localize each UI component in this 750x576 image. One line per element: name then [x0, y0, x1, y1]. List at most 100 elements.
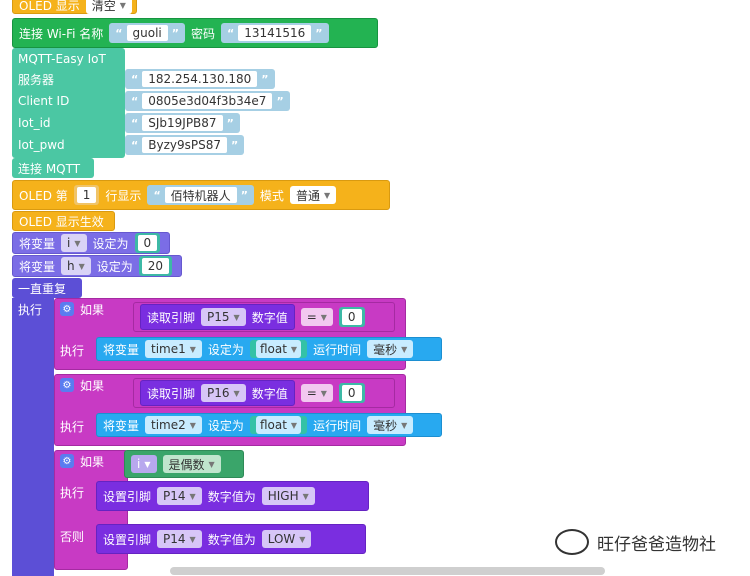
oled-show-label: OLED 显示 [19, 0, 80, 13]
if-2-header: ⚙ 如果 [54, 376, 110, 394]
value-i[interactable]: 0 [134, 233, 161, 253]
is-even-block[interactable]: i▼ 是偶数▼ [124, 450, 244, 478]
quote-close-icon: ” [226, 116, 234, 130]
is-even-dropdown[interactable]: 是偶数▼ [162, 455, 221, 473]
do-label: 执行 [60, 344, 85, 358]
password-string[interactable]: “13141516” [220, 23, 329, 43]
chevron-down-icon: ▼ [290, 420, 298, 430]
quote-close-icon: ” [240, 188, 248, 202]
set-variable-h-block[interactable]: 将变量 h▼ 设定为 20 [12, 255, 182, 277]
ssid-value[interactable]: guoli [126, 25, 168, 41]
wifi-connect-block[interactable]: 连接 Wi-Fi 名称 “guoli” 密码 “13141516” [12, 18, 378, 48]
client-id-string[interactable]: “0805e3d04f3b34e7” [125, 91, 290, 111]
set-pin-label: 设置引脚 [103, 489, 152, 504]
set-variable-label: 将变量 [103, 418, 140, 433]
watermark-text: 旺仔爸爸造物社 [597, 534, 716, 555]
compare-block-1[interactable]: 读取引脚 P15▼ 数字值 =▼ 0 [133, 302, 395, 332]
set-variable-label: 将变量 [19, 259, 56, 274]
time-unit-dropdown[interactable]: 毫秒▼ [367, 340, 414, 358]
set-time2-block[interactable]: 将变量 time2▼ 设定为 float▼ 运行时间 毫秒▼ [96, 413, 442, 437]
set-to-label: 设定为 [96, 259, 133, 274]
time-unit-dropdown[interactable]: 毫秒▼ [367, 416, 414, 434]
iot-pwd-string[interactable]: “Byzy9sPS87” [125, 135, 245, 155]
set-variable-label: 将变量 [19, 236, 56, 251]
forever-loop-block[interactable]: 一直重复 [12, 278, 82, 298]
chevron-down-icon: ▼ [320, 312, 327, 322]
set-pin-label: 设置引脚 [103, 532, 152, 547]
quote-open-icon: “ [131, 94, 139, 108]
oled-clear-block[interactable]: OLED 显示 清空▼ [12, 0, 137, 14]
chevron-down-icon: ▼ [290, 344, 298, 354]
horizontal-scrollbar[interactable] [170, 567, 605, 575]
gear-icon[interactable]: ⚙ [60, 378, 74, 392]
type-cast-block[interactable]: float▼ [249, 340, 308, 358]
gear-icon[interactable]: ⚙ [60, 454, 74, 468]
iot-id-string[interactable]: “SJb19JPB87” [125, 113, 240, 133]
runtime-label: 运行时间 [313, 418, 362, 433]
pin-dropdown[interactable]: P15▼ [201, 308, 246, 326]
read-pin-block-1[interactable]: 读取引脚 P15▼ 数字值 [140, 304, 295, 330]
chevron-down-icon: ▼ [299, 534, 306, 544]
set-pin-high-block[interactable]: 设置引脚 P14▼ 数字值为 HIGH▼ [96, 481, 369, 511]
server-string[interactable]: “182.254.130.180” [125, 69, 275, 89]
digital-value-label: 数字值 [251, 386, 288, 401]
mqtt-config-block[interactable]: MQTT-Easy IoT 服务器 Client ID Iot_id Iot_p… [12, 48, 125, 158]
iot-id-value[interactable]: SJb19JPB87 [142, 115, 223, 131]
variable-time2-dropdown[interactable]: time2▼ [145, 416, 202, 434]
chevron-down-icon: ▼ [323, 190, 331, 200]
oled-effect-label: OLED 显示生效 [19, 214, 104, 229]
iot-pwd-label: Iot_pwd [18, 138, 65, 152]
set-time1-block[interactable]: 将变量 time1▼ 设定为 float▼ 运行时间 毫秒▼ [96, 337, 442, 361]
chevron-down-icon: ▼ [189, 534, 196, 544]
read-pin-block-2[interactable]: 读取引脚 P16▼ 数字值 [140, 380, 295, 406]
oled-line-block[interactable]: OLED 第 1 行显示 “佰特机器人” 模式 普通▼ [12, 180, 390, 210]
iot-pwd-value[interactable]: Byzy9sPS87 [142, 137, 227, 153]
oled-line-label: OLED 第 [19, 188, 68, 203]
variable-i-dropdown[interactable]: i▼ [131, 455, 157, 473]
connect-mqtt-block[interactable]: 连接 MQTT [12, 158, 94, 178]
chevron-down-icon: ▼ [401, 420, 408, 430]
password-value[interactable]: 13141516 [238, 25, 312, 41]
set-variable-i-block[interactable]: 将变量 i▼ 设定为 0 [12, 232, 170, 254]
operator-dropdown[interactable]: =▼ [300, 308, 333, 326]
chevron-down-icon: ▼ [320, 388, 327, 398]
value-h[interactable]: 20 [138, 256, 173, 276]
compare-block-2[interactable]: 读取引脚 P16▼ 数字值 =▼ 0 [133, 378, 395, 408]
variable-i-dropdown[interactable]: i▼ [61, 234, 87, 252]
server-value[interactable]: 182.254.130.180 [142, 71, 258, 87]
oled-text-string[interactable]: “佰特机器人” [147, 185, 254, 205]
if-label: 如果 [80, 302, 105, 317]
quote-open-icon: “ [153, 188, 161, 202]
variable-time1-dropdown[interactable]: time1▼ [145, 340, 202, 358]
password-label: 密码 [190, 26, 215, 41]
compare-value[interactable]: 0 [338, 307, 365, 327]
pin-dropdown[interactable]: P14▼ [157, 487, 202, 505]
oled-mode-dropdown[interactable]: 清空▼ [85, 0, 132, 14]
set-to-label: 设定为 [207, 418, 244, 433]
level-low-dropdown[interactable]: LOW▼ [261, 530, 312, 548]
line-display-label: 行显示 [105, 188, 142, 203]
set-pin-low-block[interactable]: 设置引脚 P14▼ 数字值为 LOW▼ [96, 524, 366, 554]
quote-close-icon: ” [230, 138, 239, 152]
level-high-dropdown[interactable]: HIGH▼ [261, 487, 315, 505]
display-mode-dropdown[interactable]: 普通▼ [289, 186, 337, 204]
line-number[interactable]: 1 [73, 185, 100, 205]
operator-dropdown[interactable]: =▼ [300, 384, 333, 402]
chevron-down-icon: ▼ [401, 344, 408, 354]
compare-value[interactable]: 0 [338, 383, 365, 403]
gear-icon[interactable]: ⚙ [60, 302, 74, 316]
chevron-down-icon: ▼ [233, 312, 240, 322]
variable-h-dropdown[interactable]: h▼ [61, 257, 91, 275]
oled-effect-block[interactable]: OLED 显示生效 [12, 211, 115, 231]
set-variable-label: 将变量 [103, 342, 140, 357]
chevron-down-icon: ▼ [189, 491, 196, 501]
ssid-string[interactable]: “guoli” [109, 23, 185, 43]
chevron-down-icon: ▼ [119, 0, 126, 10]
chevron-down-icon: ▼ [302, 491, 309, 501]
oled-text-value[interactable]: 佰特机器人 [164, 187, 237, 203]
pin-dropdown[interactable]: P14▼ [157, 530, 202, 548]
if-1-header: ⚙ 如果 [54, 300, 110, 318]
client-id-value[interactable]: 0805e3d04f3b34e7 [142, 93, 273, 109]
pin-dropdown[interactable]: P16▼ [201, 384, 246, 402]
type-cast-block[interactable]: float▼ [249, 416, 308, 434]
